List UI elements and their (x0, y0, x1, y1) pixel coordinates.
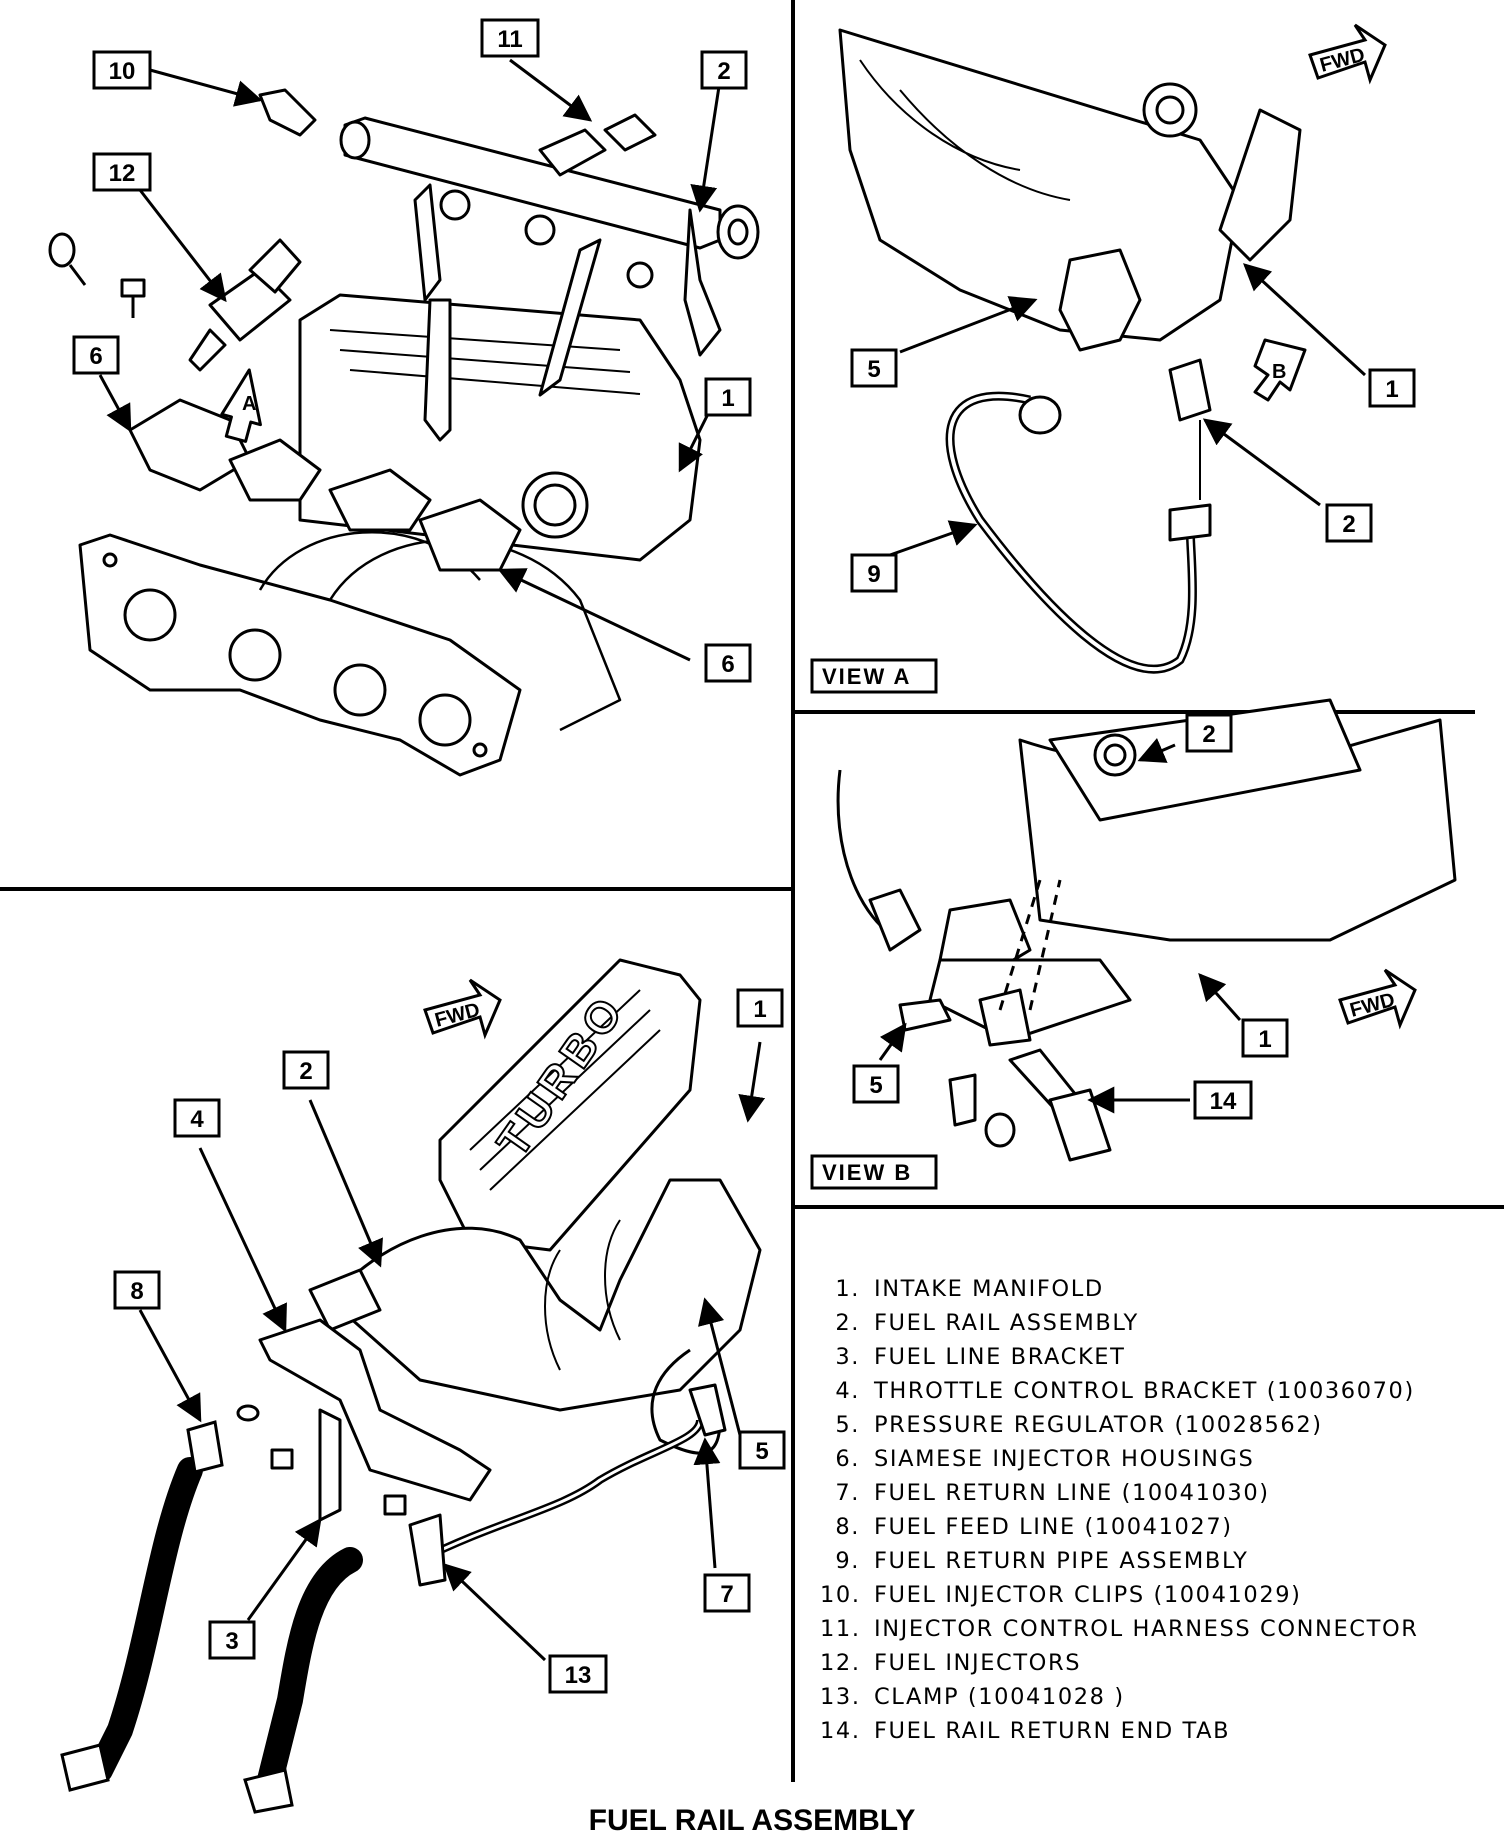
bottom-assembly-drawing (236, 958, 762, 1587)
parts-legend: 1.INTAKE MANIFOLD 2.FUEL RAIL ASSEMBLY 3… (820, 1272, 1490, 1748)
callout-bottom-7: 7 (720, 1581, 733, 1608)
panel-dividers (0, 0, 1504, 1782)
callout-bottom-13: 13 (565, 1662, 592, 1689)
callout-main-10: 10 (109, 58, 136, 85)
legend-item: 13.CLAMP (10041028 ) (820, 1684, 1125, 1710)
legend-item: 12.FUEL INJECTORS (820, 1650, 1082, 1676)
harness-connector-drawing (538, 113, 657, 177)
callout-labels: 10 11 2 12 6 1 6 5 1 2 9 VIEW A 2 1 5 14… (89, 26, 1398, 1689)
legend-item: 3.FUEL LINE BRACKET (835, 1344, 1126, 1370)
callout-view-b-14: 14 (1210, 1088, 1237, 1115)
legend-item: 5.PRESSURE REGULATOR (10028562) (835, 1412, 1323, 1438)
fuel-injector-drawing (188, 238, 302, 372)
view-a-callouts (889, 263, 1367, 557)
fuel-rail-drawing (339, 116, 760, 442)
intake-manifold-flange-drawing (78, 531, 622, 777)
legend-item: 1.INTAKE MANIFOLD (835, 1276, 1104, 1302)
view-a-label: VIEW A (822, 664, 911, 689)
fuel-hoses-drawing (60, 1420, 363, 1814)
callout-view-a-2: 2 (1342, 511, 1355, 538)
arrow-a-letter: A (242, 393, 256, 415)
legend-item: 14.FUEL RAIL RETURN END TAB (820, 1718, 1231, 1744)
bottom-callouts (138, 1041, 766, 1662)
callout-bottom-3: 3 (225, 1628, 238, 1655)
legend-item: 2.FUEL RAIL ASSEMBLY (835, 1310, 1139, 1336)
callout-view-a-5: 5 (867, 356, 880, 383)
injector-housings-drawing (128, 398, 522, 572)
view-a-fwd-arrow: FWD (1308, 23, 1387, 85)
view-b-fwd-arrow: FWD (1338, 968, 1417, 1030)
callout-main-1: 1 (721, 385, 734, 412)
view-b-callouts (878, 738, 1242, 1114)
arrow-b-letter: B (1272, 361, 1286, 383)
callout-bottom-4: 4 (190, 1106, 204, 1133)
legend-item: 11.INJECTOR CONTROL HARNESS CONNECTOR (820, 1616, 1419, 1642)
view-a-fwd-label: FWD (1318, 44, 1368, 77)
bottom-fwd-label: FWD (433, 999, 483, 1032)
callout-main-2: 2 (717, 58, 730, 85)
callout-bottom-2: 2 (299, 1058, 312, 1085)
callout-boxes (72, 18, 1416, 1694)
view-a-arrow-drawing (220, 368, 262, 443)
callout-view-a-9: 9 (867, 561, 880, 588)
callout-bottom-8: 8 (130, 1278, 143, 1305)
view-b-label: VIEW B (822, 1160, 912, 1185)
legend-item: 8.FUEL FEED LINE (10041027) (835, 1514, 1233, 1540)
view-b-fwd-label: FWD (1348, 989, 1398, 1022)
legend-item: 10.FUEL INJECTOR CLIPS (10041029) (820, 1582, 1302, 1608)
callout-main-6a: 6 (89, 343, 102, 370)
injector-clip-drawing (258, 88, 317, 137)
callout-main-12: 12 (109, 160, 136, 187)
bottom-fwd-arrow: FWD (423, 978, 502, 1040)
legend-item: 9.FUEL RETURN PIPE ASSEMBLY (835, 1548, 1249, 1574)
view-b-drawing (836, 698, 1457, 1162)
callout-bottom-5: 5 (755, 1438, 768, 1465)
callout-bottom-1: 1 (753, 996, 766, 1023)
callout-view-a-1: 1 (1385, 376, 1398, 403)
callout-main-6b: 6 (721, 651, 734, 678)
callout-main-11: 11 (497, 26, 522, 53)
view-a-drawing: B (838, 28, 1307, 674)
main-exploded-view: A (48, 88, 760, 777)
callout-view-b-1: 1 (1258, 1026, 1271, 1053)
callout-view-b-5: 5 (869, 1072, 882, 1099)
callout-view-b-2: 2 (1202, 721, 1215, 748)
legend-item: 6.SIAMESE INJECTOR HOUSINGS (835, 1446, 1255, 1472)
legend-item: 4.THROTTLE CONTROL BRACKET (10036070) (835, 1378, 1415, 1404)
diagram-title: FUEL RAIL ASSEMBLY (588, 1804, 916, 1837)
legend-item: 7.FUEL RETURN LINE (10041030) (835, 1480, 1270, 1506)
main-callouts (98, 58, 722, 662)
bolts-drawing (48, 232, 146, 318)
